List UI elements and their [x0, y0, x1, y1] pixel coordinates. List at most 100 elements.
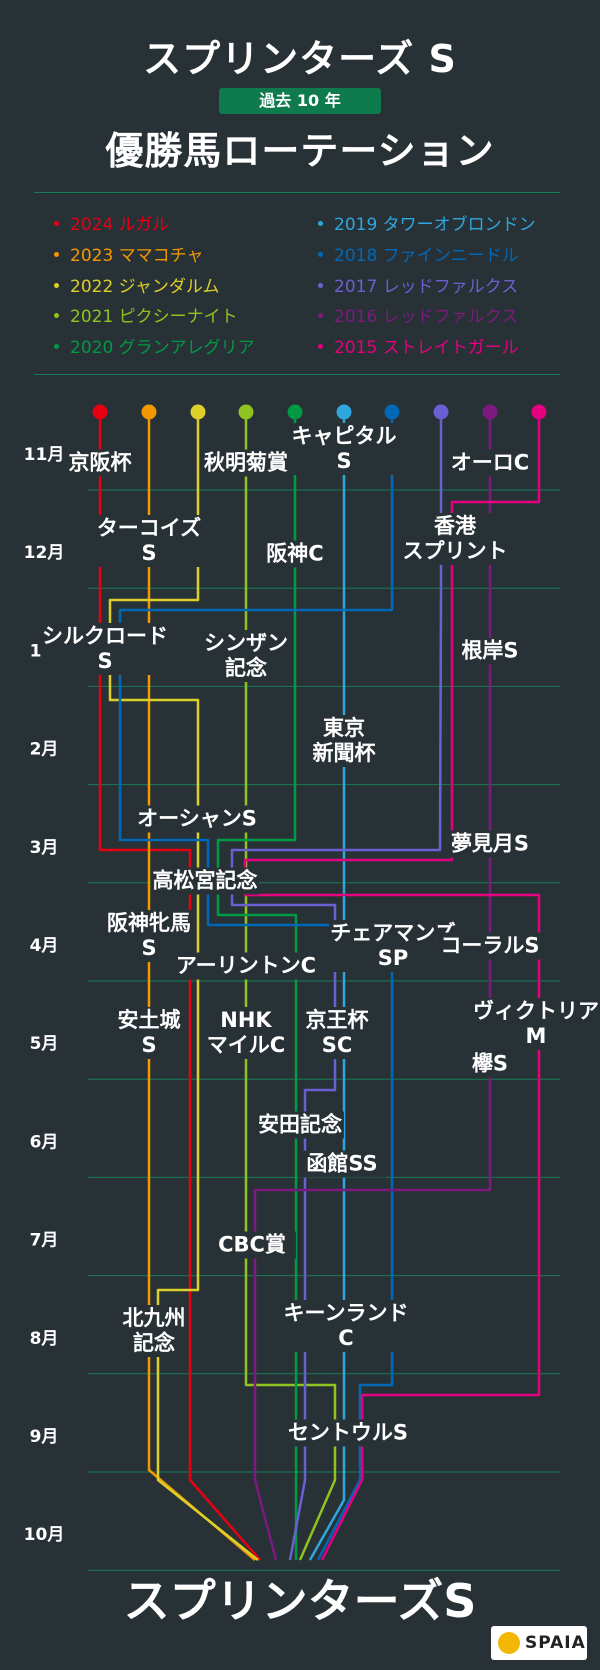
start-dot	[190, 404, 206, 420]
main-title: スプリンターズ S	[143, 37, 457, 81]
start-dot	[92, 404, 108, 420]
race-label: セントウルS	[284, 1419, 412, 1447]
race-label-backdrop	[66, 449, 134, 477]
route-line	[118, 412, 394, 1561]
race-label-text: 高松宮記念	[153, 869, 258, 893]
spaia-logo: SPAIA	[491, 1626, 587, 1660]
race-label-text: コーラルS	[440, 934, 539, 958]
route-line	[147, 412, 256, 1561]
race-label-text: 新聞杯	[313, 741, 376, 765]
race-label-backdrop	[202, 449, 290, 477]
race-label-text: 夢見月S	[451, 832, 529, 856]
period-badge: 過去 10 年	[219, 88, 381, 114]
race-label-text: S	[97, 649, 112, 673]
race-label-backdrop	[133, 805, 261, 833]
race-label: オーシャンS	[133, 805, 261, 833]
race-label: 根岸S	[456, 637, 524, 665]
start-dot	[384, 404, 400, 420]
race-label: 欅S	[466, 1050, 514, 1078]
month-label: 8月	[30, 1329, 59, 1349]
month-label: 6月	[30, 1132, 59, 1152]
route-line	[230, 412, 443, 1561]
race-label-text: 北九州	[123, 1306, 186, 1330]
start-dot	[433, 404, 449, 420]
route-line	[108, 412, 259, 1561]
legend-item-2015: 2015 ストレイトガール	[318, 333, 519, 358]
start-dot	[141, 404, 157, 420]
race-label-backdrop	[261, 540, 329, 568]
race-label-backdrop	[282, 1300, 410, 1352]
month-label: 5月	[30, 1034, 59, 1054]
start-dot	[238, 404, 254, 420]
race-label-backdrop	[95, 515, 203, 567]
race-label-backdrop	[41, 623, 169, 675]
month-label: 12月	[24, 543, 65, 563]
race-label-text: セントウルS	[288, 1421, 408, 1445]
race-label-backdrop	[290, 423, 398, 475]
race-label-text: 京阪杯	[69, 451, 132, 475]
race-label-text: オーシャンS	[137, 807, 257, 831]
race-label-backdrop	[436, 932, 544, 960]
race-label: 京阪杯	[66, 449, 134, 477]
month-label: 2月	[30, 740, 59, 760]
route-line	[98, 412, 261, 1561]
race-label-backdrop	[202, 630, 290, 682]
race-label-text: ヴィクトリア	[473, 999, 599, 1023]
race-label-text: 安田記念	[258, 1113, 342, 1137]
month-label: 10月	[24, 1525, 65, 1545]
race-label-backdrop	[310, 715, 378, 767]
race-label-text: S	[141, 1033, 156, 1057]
race-label-backdrop	[401, 513, 509, 565]
race-label-backdrop	[172, 952, 320, 980]
race-label-text: 東京	[323, 716, 365, 740]
race-label-text: 香港	[434, 514, 477, 538]
legend-item-2016: 2016 レッドファルクス	[318, 302, 518, 327]
race-label-backdrop	[456, 637, 524, 665]
month-label: 3月	[30, 838, 59, 858]
race-label-text: ターコイズ	[97, 516, 201, 540]
horse-routes	[98, 412, 541, 1561]
race-label: 函館SS	[298, 1150, 386, 1178]
month-label: 4月	[30, 936, 59, 956]
start-dot	[287, 404, 303, 420]
race-label-text: キーンランド	[284, 1301, 409, 1325]
race-label-backdrop	[329, 920, 457, 972]
race-label-text: キャピタル	[292, 424, 397, 448]
legend-item-2019: 2019 タワーオブロンドン	[318, 210, 536, 235]
race-label-backdrop	[466, 1050, 514, 1078]
bottom-divider	[34, 374, 560, 375]
race-label-text: C	[338, 1326, 353, 1350]
race-label-backdrop	[115, 1007, 183, 1059]
race-label-text: S	[141, 541, 156, 565]
race-label-text: アーリントンC	[176, 954, 316, 978]
race-label-text: マイルC	[207, 1033, 285, 1057]
race-label: アーリントンC	[172, 952, 320, 980]
race-label-text: 京王杯	[306, 1008, 369, 1032]
horse-start-dots	[92, 404, 547, 420]
race-label-text: 記念	[133, 1331, 175, 1355]
race-label-text: スプリント	[403, 539, 508, 563]
race-label-backdrop	[284, 1419, 412, 1447]
legend-item-2024: 2024 ルガル	[54, 210, 169, 235]
destination-title: スプリンターズS	[123, 1574, 477, 1628]
start-dot	[531, 404, 547, 420]
legend-item-2020: 2020 グランアレグリア	[54, 333, 255, 358]
month-label: 7月	[30, 1231, 59, 1251]
legend-item-2023: 2023 ママコチャ	[54, 241, 204, 266]
race-label: 阪神C	[261, 540, 329, 568]
race-label-text: 欅S	[472, 1052, 508, 1076]
race-label-text: シルクロード	[42, 624, 168, 648]
race-label-backdrop	[256, 1111, 344, 1139]
race-label: 夢見月S	[446, 830, 534, 858]
race-label-text: チェアマンズ	[330, 921, 456, 945]
